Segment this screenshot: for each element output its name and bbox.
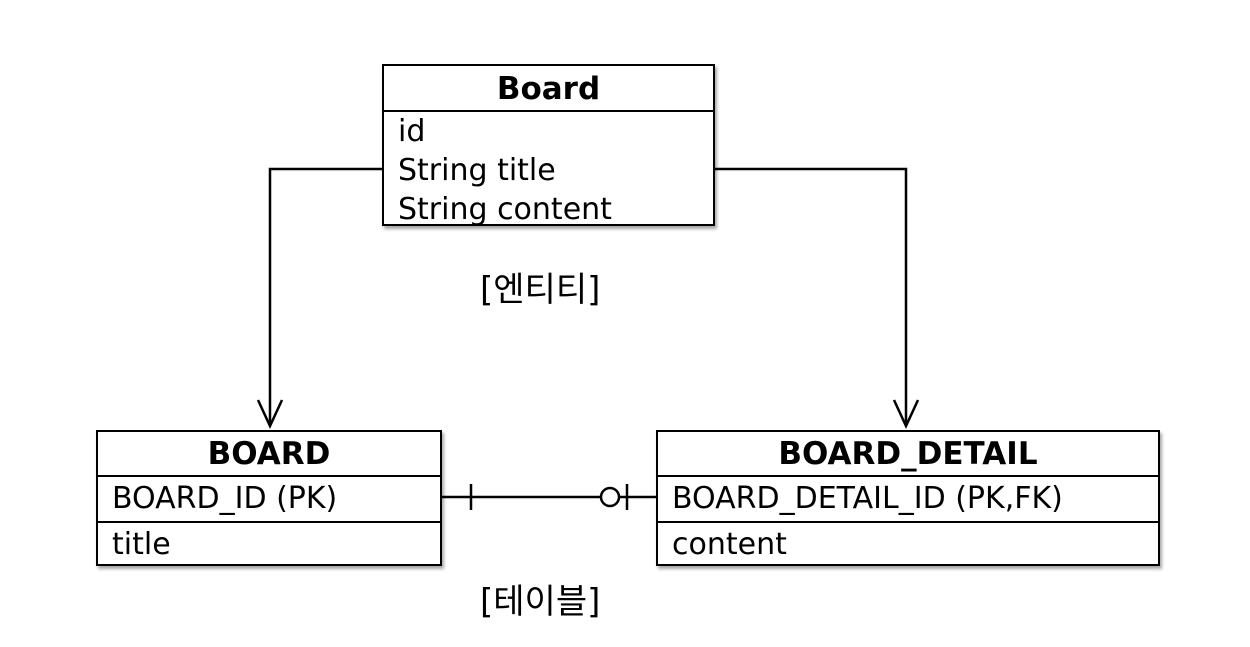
table-board-detail-title: BOARD_DETAIL bbox=[658, 432, 1158, 477]
table-board-title: BOARD bbox=[98, 432, 440, 477]
table-board-column-title: title bbox=[98, 521, 440, 565]
entity-field-content: String content bbox=[398, 192, 612, 227]
mapping-arrow-board bbox=[256, 167, 382, 429]
relationship-line bbox=[442, 484, 656, 510]
table-board-box: BOARD BOARD_ID (PK) title bbox=[96, 430, 442, 566]
table-board-detail-pk: BOARD_DETAIL_ID (PK,FK) bbox=[672, 481, 1063, 516]
table-board-pk: BOARD_ID (PK) bbox=[112, 481, 338, 516]
entity-field-id: id bbox=[398, 114, 426, 149]
entity-board-fields: id String title String content bbox=[384, 112, 713, 229]
table-caption: [테이블] bbox=[480, 582, 601, 622]
entity-field-title: String title bbox=[398, 153, 556, 188]
table-board-detail-column-content: content bbox=[658, 521, 1158, 565]
entity-board-box: Board id String title String content bbox=[382, 64, 715, 229]
cardinality-zero-mark bbox=[599, 486, 621, 508]
entity-board-title: Board bbox=[384, 66, 713, 112]
table-board-detail-box: BOARD_DETAIL BOARD_DETAIL_ID (PK,FK) con… bbox=[656, 430, 1160, 566]
entity-caption: [엔티티] bbox=[480, 270, 601, 310]
mapping-arrow-board-detail bbox=[715, 167, 920, 429]
